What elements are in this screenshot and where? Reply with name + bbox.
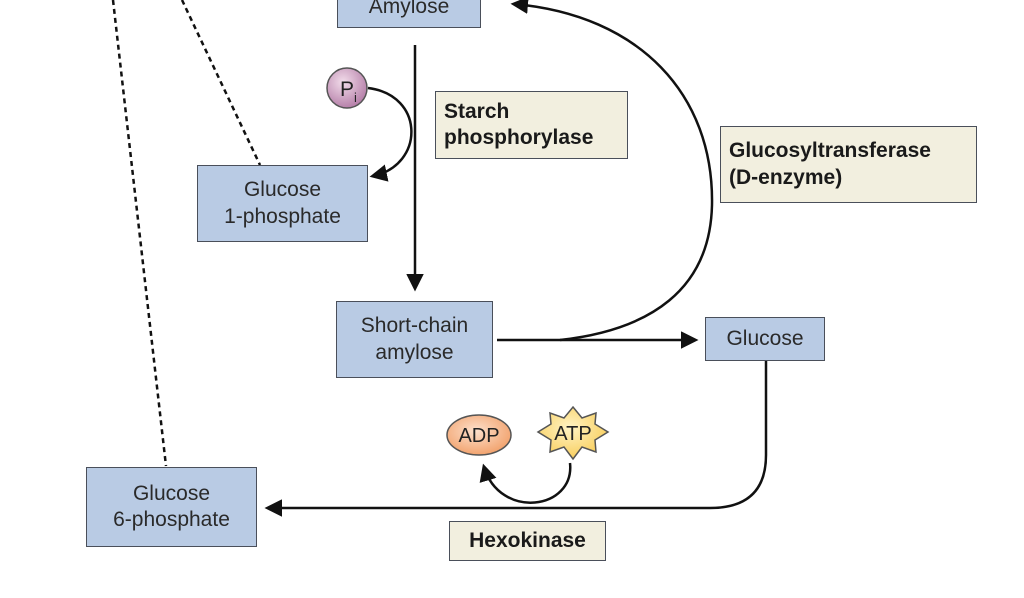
glucose-1-phosphate-box: Glucose 1-phosphate	[197, 165, 368, 242]
adp-label: ADP	[458, 425, 499, 447]
glucose-6-phosphate-box: Glucose 6-phosphate	[86, 467, 257, 547]
glucose-6-phosphate-line1: Glucose	[132, 481, 211, 505]
adp-ellipse	[446, 414, 512, 456]
short-chain-amylose-box: Short-chain amylose	[336, 301, 493, 378]
starch-phosphorylase-line2: phosphorylase	[444, 126, 594, 149]
amylose-label: Amylose	[368, 0, 450, 18]
glucosyltransferase-line2: (D-enzyme)	[729, 165, 843, 189]
hexokinase-label: Hexokinase	[449, 521, 606, 561]
arrow-atp-to-adp	[479, 462, 572, 504]
glucose-box: Glucose	[705, 317, 825, 361]
glucose-1-phosphate-line2: 1-phosphate	[224, 204, 341, 228]
atp-starburst	[536, 405, 610, 461]
dashed-line-right	[180, 0, 262, 166]
glucose-label: Glucose	[726, 326, 804, 350]
short-chain-amylose-line2: amylose	[375, 340, 454, 364]
pi-circle	[326, 67, 368, 109]
pi-label: Pi	[340, 78, 357, 105]
arrow-pi-to-glucose-1-phosphate	[367, 86, 413, 182]
glucose-1-phosphate-line1: Glucose	[243, 178, 322, 202]
hexokinase-text: Hexokinase	[469, 528, 586, 552]
glucose-6-phosphate-line2: 6-phosphate	[113, 508, 230, 531]
atp-label: ATP	[554, 423, 591, 445]
glucosyltransferase-label: Glucosyltransferase (D-enzyme)	[720, 126, 977, 203]
short-chain-amylose-line1: Short-chain	[360, 314, 469, 338]
arrow-glucose-to-glucose-6-phosphate	[264, 360, 768, 517]
starch-phosphorylase-line1: Starch	[444, 99, 510, 123]
glucosyltransferase-line1: Glucosyltransferase	[729, 139, 931, 163]
arrow-to-amylose-curve	[510, 0, 714, 342]
amylose-box: Amylose	[337, 0, 481, 28]
starch-phosphorylase-label: Starch phosphorylase	[435, 91, 628, 159]
dashed-line-left	[111, 0, 168, 467]
